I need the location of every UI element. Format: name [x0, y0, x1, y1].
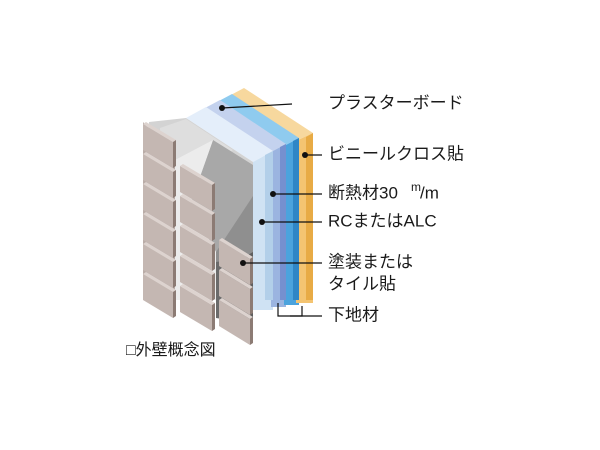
- vinyl-cloth-edge: [306, 133, 313, 300]
- tile-cladding: [143, 122, 253, 345]
- label-rc-alc: RCまたはALC: [328, 211, 437, 230]
- tile-unit: [219, 270, 250, 315]
- leader-dot-coating-tile: [240, 260, 246, 266]
- tile-unit-side: [173, 140, 176, 168]
- tile-unit-side: [173, 200, 176, 228]
- tile-unit-top: [180, 224, 215, 245]
- tile-unit-side: [212, 273, 215, 301]
- tile-unit-side: [250, 257, 253, 285]
- tile-unit-top: [219, 268, 253, 289]
- plaster-board-top: [186, 107, 273, 162]
- tile-unit-side: [212, 243, 215, 271]
- tile-unit-side: [212, 183, 215, 211]
- label-insulation-group: 断熱材30 m /m: [328, 180, 439, 202]
- tile-unit: [180, 196, 212, 241]
- label-plaster-board: プラスターボード: [328, 93, 464, 112]
- tile-unit-top: [143, 182, 176, 202]
- tile-column-left: [143, 122, 176, 318]
- tile-unit-top: [219, 298, 253, 319]
- leader-plaster-board: [221, 103, 293, 109]
- tile-unit: [180, 226, 212, 271]
- tile-unit: [180, 166, 212, 211]
- tile-unit: [219, 300, 250, 345]
- label-coating-tile-line1: 塗装または: [328, 251, 413, 271]
- tile-unit: [143, 244, 173, 288]
- tile-unit-side: [250, 317, 253, 345]
- label-insulation-tail: /m: [420, 183, 439, 202]
- tile-unit-top: [180, 164, 215, 185]
- tile-unit-side: [212, 303, 215, 331]
- layer-labels: プラスターボード ビニールクロス貼 断熱材30 m /m RCまたはALC 塗装…: [328, 93, 464, 324]
- label-insulation-main: 断熱材30: [328, 183, 398, 202]
- tile-column-right: [219, 238, 253, 345]
- tile-unit-top: [180, 254, 215, 275]
- base-vinyl-tab: [296, 300, 313, 303]
- tile-unit: [180, 286, 212, 331]
- tile-unit-top: [143, 122, 176, 142]
- label-insulation-superscript: m: [411, 180, 421, 194]
- plaster-board-edge: [265, 151, 273, 300]
- label-vinyl-cloth: ビニールクロス貼: [328, 144, 464, 163]
- tile-unit-side: [173, 260, 176, 288]
- tile-unit: [143, 184, 173, 228]
- leader-dot-insulation: [270, 191, 276, 197]
- tile-unit-top: [143, 152, 176, 172]
- insulation-top: [205, 100, 286, 152]
- label-coating-tile-line2: タイル貼: [328, 274, 396, 293]
- tile-unit-top: [180, 284, 215, 305]
- tile-unit: [143, 154, 173, 198]
- vinyl-cloth-top: [227, 88, 313, 141]
- tile-unit-side: [173, 170, 176, 198]
- leader-dot-plaster-board: [219, 105, 225, 111]
- tile-unit: [143, 124, 173, 168]
- rc-alc-edge: [293, 138, 299, 300]
- leader-dot-vinyl-cloth: [302, 152, 308, 158]
- tile-unit: [180, 256, 212, 301]
- base-rc-tab: [284, 300, 299, 305]
- tile-unit: [143, 274, 173, 318]
- tile-unit-side: [173, 230, 176, 258]
- label-base-material: 下地材: [328, 305, 379, 324]
- tile-unit-side: [250, 287, 253, 315]
- tile-unit-top: [143, 242, 176, 262]
- tile-unit-top: [143, 212, 176, 232]
- tile-unit-side: [212, 213, 215, 241]
- tile-unit: [219, 240, 250, 285]
- tile-unit-top: [219, 238, 253, 259]
- tile-unit-side: [173, 290, 176, 318]
- base-plaster-tab: [253, 300, 273, 310]
- leader-dot-rc-alc: [259, 219, 265, 225]
- figure-caption: □外壁概念図: [126, 340, 216, 359]
- tile-unit-top: [180, 194, 215, 215]
- tile-column-middle: [180, 164, 215, 331]
- tile-unit-top: [143, 272, 176, 292]
- tile-unit: [143, 214, 173, 258]
- layer-stack: [143, 88, 313, 345]
- leader-lines: [219, 103, 322, 317]
- layer-vinyl-cloth: [227, 88, 313, 300]
